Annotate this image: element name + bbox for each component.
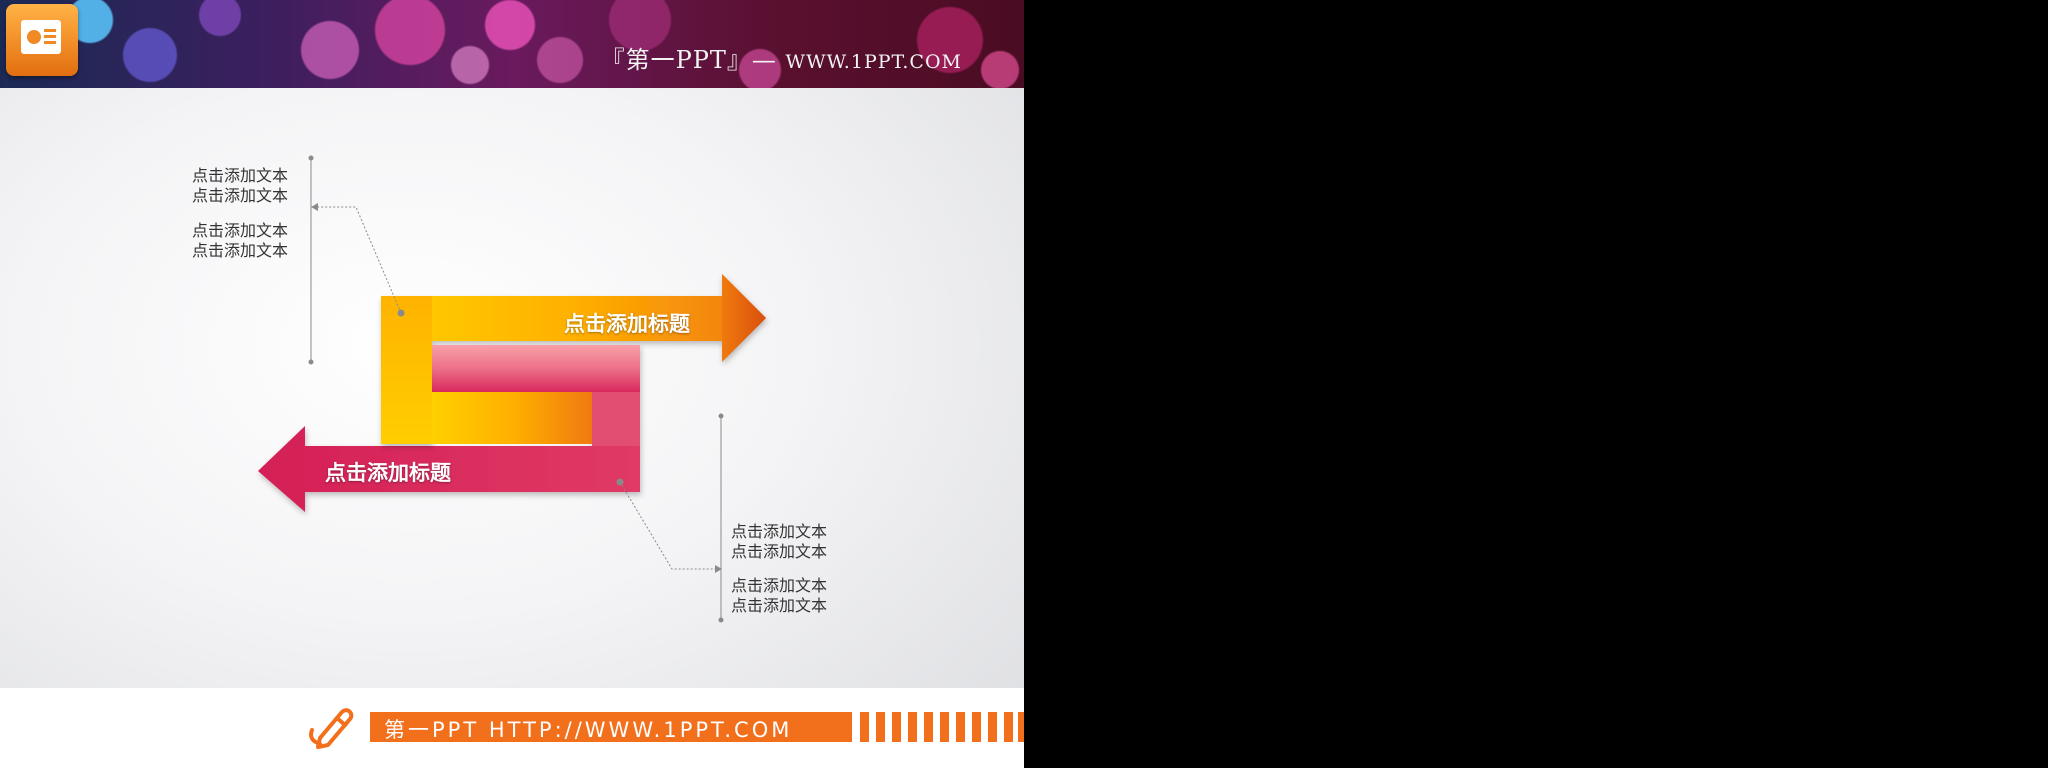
footer-bar bbox=[370, 712, 852, 742]
header-brand: 『第一PPT』— bbox=[600, 46, 777, 74]
header-title: 『第一PPT』— WWW.1PPT.COM bbox=[601, 40, 962, 75]
callout-text[interactable]: 点击添加文本 bbox=[731, 542, 828, 561]
footer-stripe bbox=[956, 712, 965, 742]
callout-text[interactable]: 点击添加文本 bbox=[192, 186, 289, 205]
footer-text: 第一PPT HTTP://WWW.1PPT.COM bbox=[384, 718, 793, 742]
footer-stripe bbox=[1018, 712, 1024, 742]
footer-stripe bbox=[892, 712, 901, 742]
top-arrow bbox=[381, 274, 766, 444]
footer-stripe bbox=[860, 712, 869, 742]
presentation-icon bbox=[6, 4, 78, 76]
header-banner: 『第一PPT』— WWW.1PPT.COM bbox=[0, 0, 1024, 88]
inner-bend bbox=[432, 345, 640, 446]
callout-connector-top bbox=[308, 155, 405, 365]
header-site: WWW.1PPT.COM bbox=[785, 51, 962, 73]
pencil-icon bbox=[309, 708, 354, 749]
callout-text[interactable]: 点击添加文本 bbox=[731, 522, 828, 541]
callout-text[interactable]: 点击添加文本 bbox=[192, 221, 289, 240]
top-arrow-title[interactable]: 点击添加标题 bbox=[564, 312, 690, 336]
footer: 第一PPT HTTP://WWW.1PPT.COM bbox=[0, 688, 1024, 768]
footer-stripe bbox=[876, 712, 885, 742]
callout-connector-bottom bbox=[616, 413, 724, 623]
callout-text[interactable]: 点击添加文本 bbox=[192, 166, 289, 185]
bottom-arrow-title[interactable]: 点击添加标题 bbox=[325, 461, 451, 485]
footer-stripe bbox=[908, 712, 917, 742]
footer-stripe bbox=[1004, 712, 1013, 742]
process-diagram bbox=[258, 155, 766, 623]
footer-stripe bbox=[972, 712, 981, 742]
callout-text[interactable]: 点击添加文本 bbox=[192, 241, 289, 260]
footer-stripe bbox=[940, 712, 949, 742]
footer-stripe bbox=[924, 712, 933, 742]
callout-text[interactable]: 点击添加文本 bbox=[731, 596, 828, 615]
slide-canvas: 『第一PPT』— WWW.1PPT.COM bbox=[0, 0, 1024, 768]
callout-text[interactable]: 点击添加文本 bbox=[731, 576, 828, 595]
footer-stripe bbox=[988, 712, 997, 742]
slide: 『第一PPT』— WWW.1PPT.COM bbox=[0, 0, 1024, 768]
